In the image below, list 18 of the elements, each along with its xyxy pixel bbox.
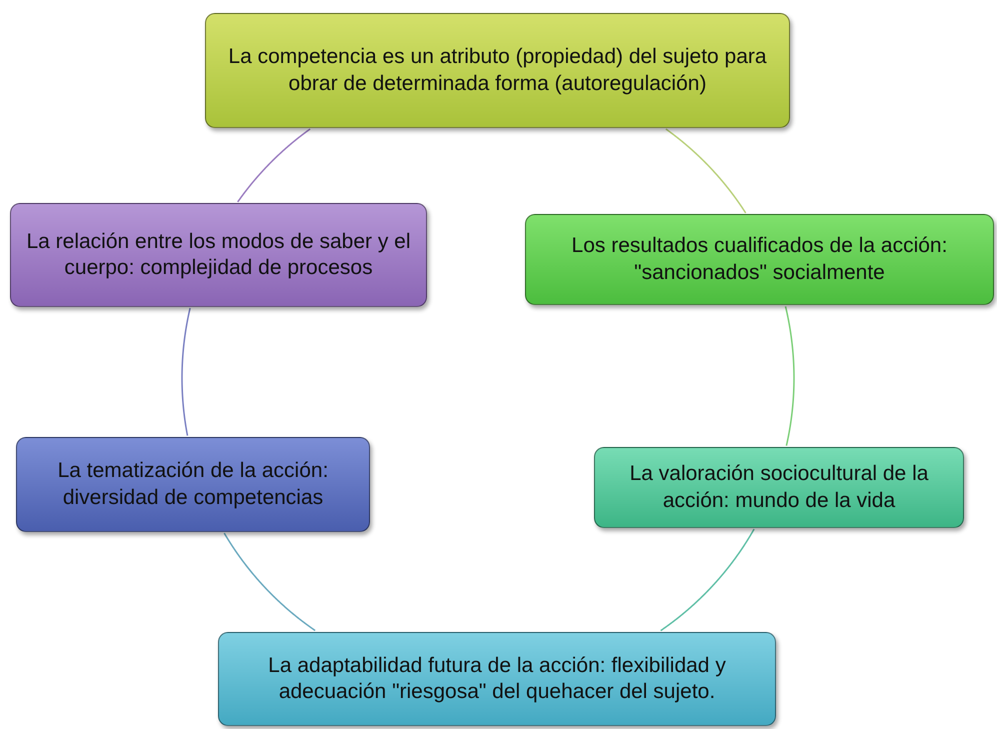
process-box <box>594 447 964 528</box>
process-box <box>218 632 776 726</box>
process-box <box>525 214 994 305</box>
connector-arc <box>224 532 316 632</box>
connector-arc <box>181 308 191 436</box>
box-text: La adaptabilidad futura de la acción: flexibilidad y adecuación "riesgosa" del quehacer del sujeto. <box>267 652 727 705</box>
connector-arc <box>665 128 746 214</box>
connector-arc <box>784 306 795 446</box>
box-text: La tematización de la acción: diversidad de competencias <box>56 458 330 510</box>
box-text: Los resultados cualificados de la acción: "sancionados" socialmente <box>570 233 948 286</box>
connector-arc <box>660 528 755 632</box>
box-text: La competencia es un atributo (propiedad) del sujeto para obrar de determinada forma (autoregulación) <box>227 44 768 96</box>
connector-arc <box>237 128 311 202</box>
process-box <box>10 203 427 307</box>
process-box <box>205 13 790 128</box>
box-text: La relación entre los modos de saber y el cuerpo: complejidad de procesos <box>25 228 412 281</box>
box-text: La valoración sociocultural de la acción: mundo de la vida <box>628 461 930 514</box>
process-box <box>16 437 370 532</box>
